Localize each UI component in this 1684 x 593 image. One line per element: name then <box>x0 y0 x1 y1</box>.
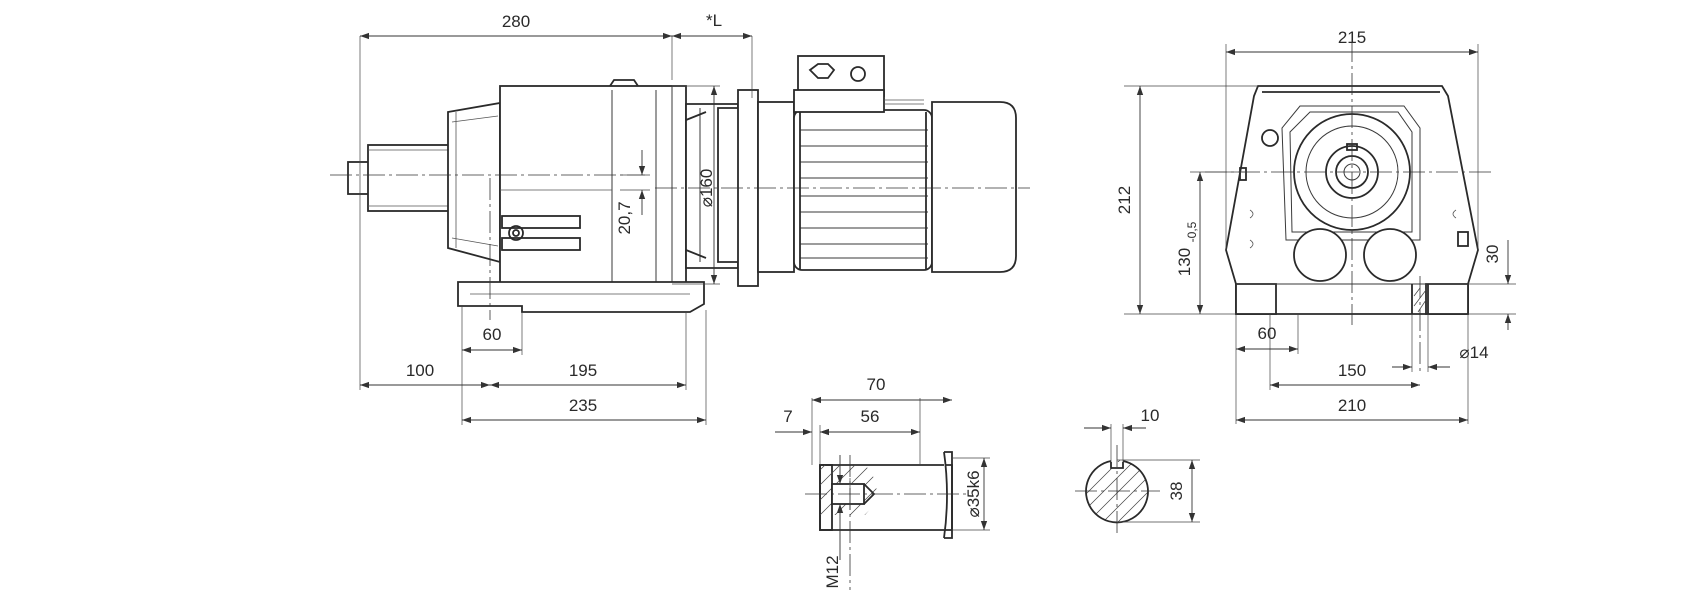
cover-discs <box>1293 228 1417 282</box>
dim-280: 280 <box>360 12 672 40</box>
dim-100-label: 100 <box>406 361 434 380</box>
dim-160: ⌀160 <box>697 86 718 284</box>
motor-body <box>793 101 1017 273</box>
dim-35k6: ⌀35k6 <box>964 458 988 530</box>
dim-L: *L <box>672 11 752 40</box>
dim-14: ⌀14 <box>1392 343 1489 371</box>
dim-160-label: ⌀160 <box>697 169 716 208</box>
dim-70: 70 <box>812 375 952 404</box>
dim-38-label: 38 <box>1167 482 1186 501</box>
dim-L-label: *L <box>706 11 722 30</box>
dim-215-label: 215 <box>1338 28 1366 47</box>
mounting-foot <box>457 281 705 313</box>
dim-60-front: 60 <box>1236 324 1298 353</box>
gear-housing <box>447 79 687 287</box>
dim-195: 195 <box>490 361 686 389</box>
dim-7-label: 7 <box>783 407 792 426</box>
dim-130: 130 -0,5 <box>1175 172 1204 314</box>
shaft-detail: 70 7 56 ⌀35k6 M12 <box>775 375 990 590</box>
terminal-box <box>793 55 924 113</box>
dim-212-label: 212 <box>1115 186 1134 214</box>
dim-56: 56 <box>820 407 920 436</box>
dim-235: 235 <box>462 396 706 424</box>
dim-7: 7 <box>775 407 840 436</box>
dim-30: 30 <box>1483 240 1512 330</box>
front-view: 215 212 130 -0,5 30 60 ⌀14 150 <box>1115 28 1516 424</box>
dim-70-label: 70 <box>867 375 886 394</box>
dim-280-label: 280 <box>502 12 530 31</box>
output-shaft <box>347 144 451 212</box>
dim-10-label: 10 <box>1141 406 1160 425</box>
dim-m12-label: M12 <box>823 555 842 588</box>
dim-100: 100 <box>360 361 490 389</box>
dim-130-label: 130 <box>1175 248 1194 276</box>
side-view: 280 *L ⌀160 20,7 60 100 195 <box>330 11 1030 425</box>
dim-210: 210 <box>1236 396 1468 424</box>
dim-150: 150 <box>1270 361 1420 389</box>
dim-150-label: 150 <box>1338 361 1366 380</box>
dim-20-7-label: 20,7 <box>615 201 634 234</box>
dim-235-label: 235 <box>569 396 597 415</box>
dim-60-side: 60 <box>462 325 522 354</box>
dim-215: 215 <box>1226 28 1478 56</box>
dim-30-label: 30 <box>1483 245 1502 264</box>
dim-14-label: ⌀14 <box>1459 343 1488 362</box>
dim-20-7: 20,7 <box>615 150 650 235</box>
dim-m12: M12 <box>823 455 844 589</box>
dim-56-label: 56 <box>861 407 880 426</box>
dim-195-label: 195 <box>569 361 597 380</box>
key-section: 10 38 <box>1075 406 1200 535</box>
dim-38: 38 <box>1167 460 1196 522</box>
dim-130-tolerance: -0,5 <box>1185 221 1199 242</box>
dim-60-front-label: 60 <box>1258 324 1277 343</box>
dim-35k6-label: ⌀35k6 <box>964 470 983 517</box>
dim-10: 10 <box>1084 406 1160 432</box>
dim-210-label: 210 <box>1338 396 1366 415</box>
dim-212: 212 <box>1115 86 1144 314</box>
foot-bolt-section <box>1411 284 1429 314</box>
dim-60-side-label: 60 <box>483 325 502 344</box>
